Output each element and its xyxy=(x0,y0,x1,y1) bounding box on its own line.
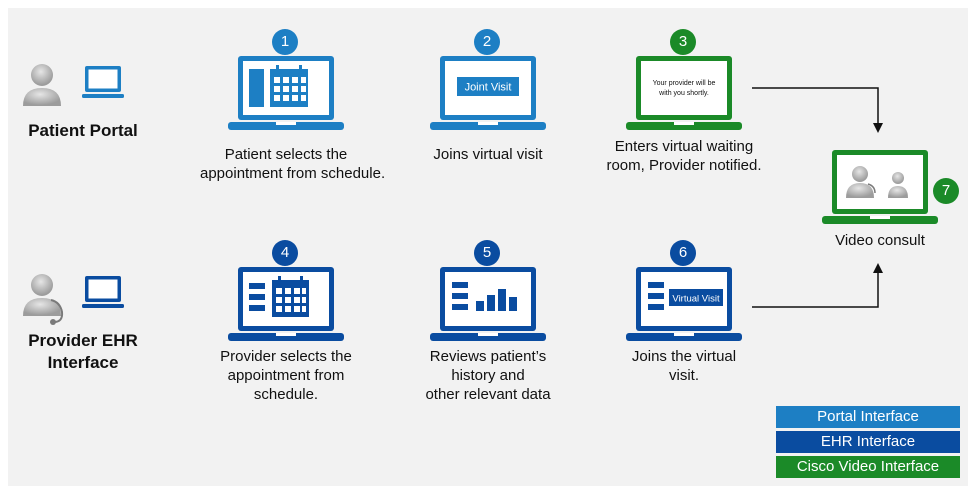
step-7-badge: 7 xyxy=(933,178,959,204)
provider-ehr-label-line2: Interface xyxy=(47,353,119,372)
video-consult-screen-icon xyxy=(822,150,938,224)
join-button-screen-icon: Joint Visit xyxy=(430,56,546,130)
patient-person-icon xyxy=(23,64,124,106)
step-5-caption-line1: Reviews patient’s xyxy=(429,348,547,365)
waiting-message-line1: Your provider will be xyxy=(653,80,716,87)
waiting-message-line2: with you shortly. xyxy=(658,90,709,97)
step-3-caption: Enters virtual waiting room, Provider no… xyxy=(598,137,770,175)
arrow-step6-to-consult xyxy=(752,263,883,308)
calendar-screen-icon xyxy=(228,56,344,130)
ehr-calendar-screen-icon xyxy=(228,267,344,341)
legend-portal-interface: Portal Interface xyxy=(776,406,960,428)
provider-person-icon xyxy=(23,274,124,325)
step-6-caption: Joins the virtual visit. xyxy=(598,347,770,385)
step-1-badge: 1 xyxy=(272,29,298,55)
step-1-caption-line2: appointment from schedule. xyxy=(200,165,386,182)
legend-cisco-video-interface: Cisco Video Interface xyxy=(776,456,960,478)
virtual-visit-screen-icon: Virtual Visit xyxy=(626,267,742,341)
waiting-room-screen-icon: Your provider will be with you shortly. xyxy=(626,56,742,130)
bar-chart-screen-icon xyxy=(430,267,546,341)
step-4-badge: 4 xyxy=(272,240,298,266)
step-5-caption-line2: history and xyxy=(451,367,525,384)
step-6-caption-line1: Joins the virtual xyxy=(631,348,737,365)
step-3-badge: 3 xyxy=(670,29,696,55)
provider-ehr-label-line1: Provider EHR xyxy=(28,331,138,350)
step-1-caption-line1: Patient selects the xyxy=(224,146,348,163)
step-5-caption: Reviews patient’s history and other rele… xyxy=(402,347,574,404)
step-6-badge: 6 xyxy=(670,240,696,266)
step-4-caption-line1: Provider selects the xyxy=(220,348,352,365)
step-5-badge: 5 xyxy=(474,240,500,266)
step-4-caption-line3: schedule. xyxy=(253,386,319,403)
step-5-caption-line3: other relevant data xyxy=(425,386,551,403)
step-3-caption-line2: room, Provider notified. xyxy=(606,157,762,174)
step-4-caption: Provider selects the appointment from sc… xyxy=(200,347,372,404)
step-7-caption-line1: Video consult xyxy=(835,232,925,249)
arrow-step3-to-consult xyxy=(752,87,883,133)
step-6-caption-line2: visit. xyxy=(669,367,699,384)
patient-laptop-icon xyxy=(82,66,124,98)
step-2-badge: 2 xyxy=(474,29,500,55)
virtual-visit-button-text: Virtual Visit xyxy=(672,294,720,305)
step-2-caption-line1: Joins virtual visit xyxy=(433,146,543,163)
step-4-caption-line2: appointment from xyxy=(227,367,345,384)
step-7-caption: Video consult xyxy=(802,231,958,250)
patient-portal-label: Patient Portal xyxy=(28,121,138,140)
provider-ehr-label: Provider EHR Interface xyxy=(10,330,156,374)
joint-visit-button-text: Joint Visit xyxy=(465,82,512,94)
provider-laptop-icon xyxy=(82,276,124,308)
step-1-caption: Patient selects the appointment from sch… xyxy=(200,145,386,183)
legend-ehr-interface: EHR Interface xyxy=(776,431,960,453)
step-2-caption: Joins virtual visit xyxy=(402,145,574,164)
step-3-caption-line1: Enters virtual waiting xyxy=(614,138,754,155)
